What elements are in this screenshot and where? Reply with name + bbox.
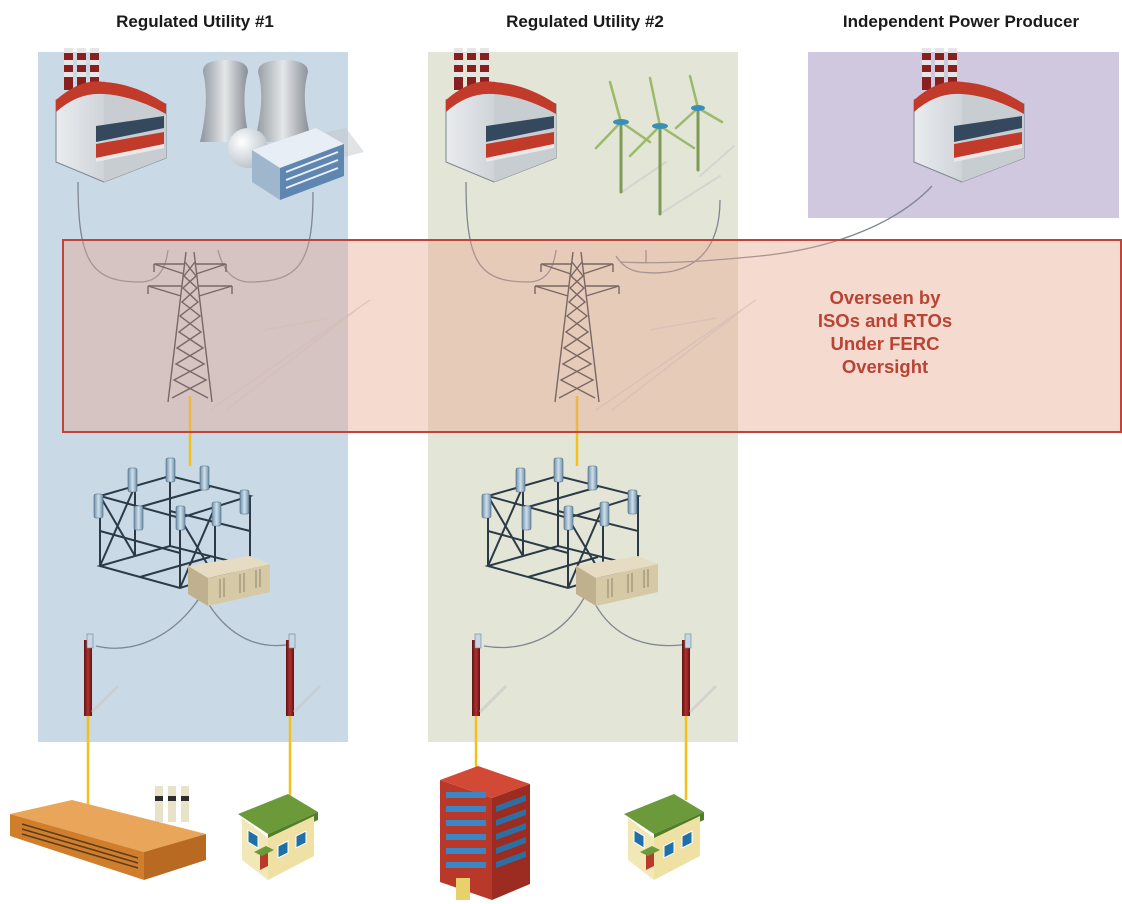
nuclear-plant-icon (200, 60, 364, 200)
plant-wires (77, 181, 933, 283)
substation-icon (481, 457, 659, 607)
fossil-plant-icon (913, 47, 1025, 183)
oversight-line-3: Under FERC (830, 333, 940, 354)
transmission-tower-icon (534, 251, 757, 411)
transmission-tower-icon (147, 251, 371, 411)
utility-1-title: Regulated Utility #1 (116, 12, 274, 31)
oversight-line-1: Overseen by (829, 287, 941, 308)
ipp-title: Independent Power Producer (842, 12, 1080, 31)
factory-icon (10, 786, 206, 880)
oversight-region (62, 239, 1122, 433)
wind-farm-icon (594, 74, 735, 216)
oversight-line-2: ISOs and RTOs (817, 310, 953, 331)
fossil-plant-icon (445, 47, 557, 183)
oversight-label: Overseen by ISOs and RTOs Under FERC Ove… (780, 286, 990, 378)
substation-icon (93, 457, 271, 607)
house-icon (237, 793, 319, 881)
office-building-icon (440, 766, 530, 900)
oversight-line-4: Oversight (841, 356, 929, 377)
distribution-pole-icon (284, 632, 322, 718)
utility-2-title: Regulated Utility #2 (506, 12, 664, 31)
fossil-plant-icon (55, 47, 167, 183)
house-icon (623, 793, 705, 881)
distribution-pole-icon (680, 632, 718, 718)
distribution-pole-icon (82, 632, 120, 718)
